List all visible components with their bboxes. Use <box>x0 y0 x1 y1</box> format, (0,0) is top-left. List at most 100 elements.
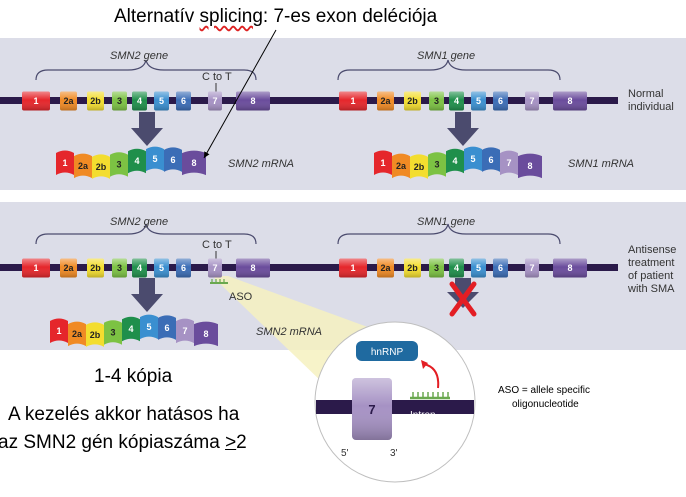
mrna-exon-4 <box>446 148 464 174</box>
mrna-exon-2a <box>74 153 92 179</box>
mrna-exon-2a <box>392 153 410 179</box>
smn2-gene-brace-treatment <box>35 223 257 245</box>
gene-exon-label-2b: 2b <box>407 96 418 106</box>
gene-exon-label-2b: 2b <box>90 263 101 273</box>
gene-exon-label-6: 6 <box>181 263 186 273</box>
hnrnp-protein <box>356 341 418 361</box>
aso-label: ASO <box>229 291 253 303</box>
hnrnp-label: hnRNP <box>371 347 404 358</box>
gene-exon-label-6: 6 <box>498 263 503 273</box>
gene-exon-label-7: 7 <box>529 96 534 106</box>
gene-exon-label-3: 3 <box>434 96 439 106</box>
gene-exon-label-2a: 2a <box>380 263 391 273</box>
mrna-exon-3 <box>104 320 122 345</box>
gene-exon-label-3: 3 <box>117 96 122 106</box>
mrna-exon-label-6: 6 <box>164 323 169 333</box>
smn2-gene-brace-normal <box>35 59 257 81</box>
mrna-exon-7 <box>176 318 194 344</box>
gene-exon-label-6: 6 <box>498 96 503 106</box>
gene-exon-label-2b: 2b <box>407 263 418 273</box>
gene-exon-label-4: 4 <box>454 96 459 106</box>
aso-molecule-bound <box>410 392 450 400</box>
mrna-exon-label-8: 8 <box>527 161 532 171</box>
zoom-exon-label: 7 <box>368 402 375 417</box>
side-label-treatment-line4: with SMA <box>627 283 675 295</box>
mrna-exon-label-7: 7 <box>182 326 187 336</box>
gene-exon-label-2a: 2a <box>63 263 74 273</box>
transcription-arrow-smn2-normal <box>131 112 163 146</box>
mrna-exon-label-4: 4 <box>128 324 133 334</box>
gene-exon-label-1: 1 <box>33 263 38 273</box>
mrna-exon-label-2b: 2b <box>90 330 101 340</box>
effectiveness-note-suffix: 2 <box>236 432 247 453</box>
mrna-exon-5 <box>140 314 158 340</box>
mrna-exon-label-2a: 2a <box>78 161 89 171</box>
gene-exon-label-4: 4 <box>137 96 142 106</box>
mrna-exon-label-8: 8 <box>203 329 208 339</box>
gene-exon-label-2a: 2a <box>63 96 74 106</box>
mrna-exon-label-6: 6 <box>170 155 175 165</box>
side-label-treatment-line2: treatment <box>628 257 674 269</box>
mrna-exon-label-2a: 2a <box>72 329 83 339</box>
five-prime-label: 5' <box>341 448 349 459</box>
smn1-mrna-label-normal: SMN1 mRNA <box>568 158 634 170</box>
mrna-exon-label-1: 1 <box>62 158 67 168</box>
gene-exon-label-8: 8 <box>567 96 572 106</box>
transcription-arrow-smn2-treatment <box>131 278 163 312</box>
gene-exon-label-1: 1 <box>33 96 38 106</box>
slide-title: Alternatív splicing: 7-es exon deléciója <box>114 6 437 28</box>
mrna-exon-2b <box>410 154 428 179</box>
c-to-t-label-normal: C to T <box>202 71 232 83</box>
displacement-arrow <box>423 363 440 389</box>
gene-exon-label-6: 6 <box>181 96 186 106</box>
mrna-exon-1 <box>374 150 392 175</box>
mrna-exon-label-3: 3 <box>116 160 121 170</box>
mrna-exon-6 <box>482 147 500 172</box>
mrna-exon-label-2a: 2a <box>396 161 407 171</box>
deletion-cross <box>449 281 477 317</box>
smn1-gene-label-normal: SMN1 gene <box>417 50 475 62</box>
side-label-normal-line1: Normal <box>628 88 663 100</box>
smn1-gene-label-treatment: SMN1 gene <box>417 216 475 228</box>
mrna-exon-1 <box>50 318 68 343</box>
zoom-circle: 7 hnRNP Intron 5' 3' <box>314 321 476 483</box>
chromosome-normal <box>0 97 618 104</box>
intron-label: Intron <box>410 410 436 421</box>
gene-exon-label-2a: 2a <box>380 96 391 106</box>
chromosome-treatment <box>0 264 618 271</box>
mrna-exon-8 <box>194 321 218 347</box>
effectiveness-note-underlined: > <box>225 432 237 453</box>
effectiveness-note-line2: az SMN2 gén kópiaszáma >2 <box>0 432 247 454</box>
mrna-exon-label-1: 1 <box>56 326 61 336</box>
mrna-exon-label-4: 4 <box>452 156 457 166</box>
title-prefix: Alternatív <box>114 6 200 27</box>
mrna-exon-label-6: 6 <box>488 155 493 165</box>
mrna-exon-label-5: 5 <box>470 154 475 164</box>
mrna-exon-2b <box>86 322 104 347</box>
gene-exon-label-7: 7 <box>529 263 534 273</box>
mrna-exon-7 <box>500 150 518 176</box>
gene-exon-label-4: 4 <box>137 263 142 273</box>
gene-exon-label-5: 5 <box>159 96 164 106</box>
mrna-exon-label-7: 7 <box>506 158 511 168</box>
gene-exon-label-8: 8 <box>567 263 572 273</box>
gene-exon-label-4: 4 <box>454 263 459 273</box>
mrna-exon-6 <box>158 315 176 340</box>
smn2-gene-label-normal: SMN2 gene <box>110 50 168 62</box>
gene-exon-label-7: 7 <box>212 263 217 273</box>
gene-exon-label-5: 5 <box>159 263 164 273</box>
mrna-exon-2b <box>92 154 110 179</box>
mrna-exon-3 <box>428 152 446 177</box>
gene-exon-label-8: 8 <box>250 96 255 106</box>
mrna-exon-label-8: 8 <box>191 158 196 168</box>
side-label-treatment-line1: Antisense <box>628 244 676 256</box>
gene-exon-label-3: 3 <box>117 263 122 273</box>
annotation-pointer-arrow <box>203 29 277 159</box>
mrna-exon-label-4: 4 <box>134 156 139 166</box>
